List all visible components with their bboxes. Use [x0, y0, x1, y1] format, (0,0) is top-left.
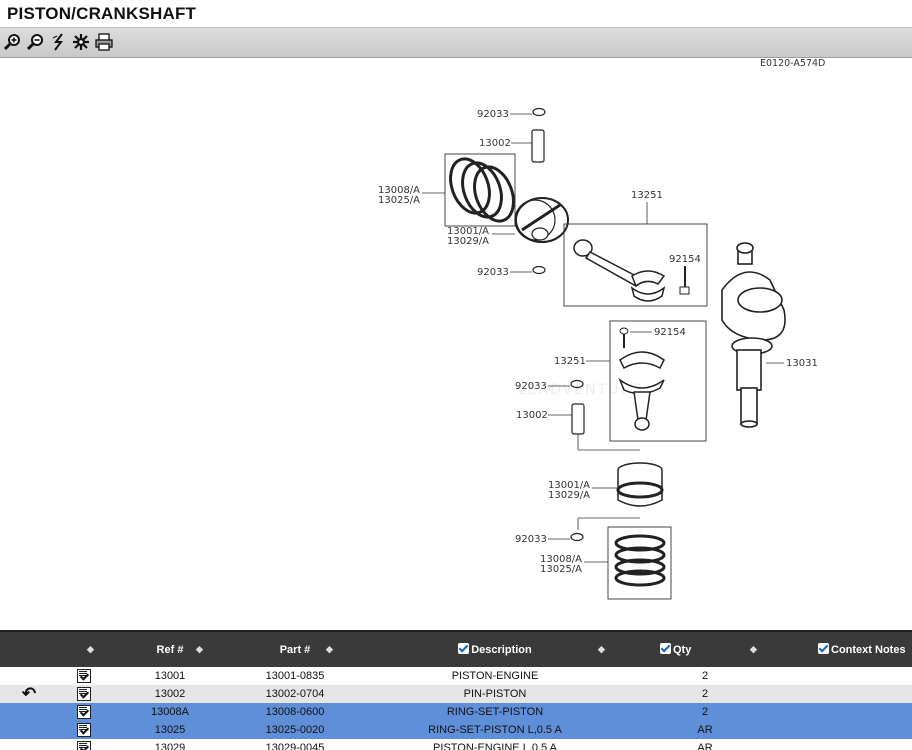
table-cell: 13025-0020 [265, 724, 325, 736]
callout-13008-a[interactable]: 13008/A [378, 185, 420, 196]
sort-icon[interactable]: ◆ [750, 644, 757, 654]
table-cell[interactable] [58, 739, 110, 750]
table-cell [0, 667, 58, 685]
checkbox-icon[interactable] [660, 643, 671, 654]
table-cell [780, 721, 912, 739]
table-cell: 13002-0704 [265, 688, 325, 700]
table-cell: AR [697, 742, 713, 750]
table-cell [0, 739, 58, 750]
table-cell: PISTON-ENGINE L,0.5 A [433, 742, 557, 750]
table-row[interactable]: ↶ 13002 13002-0704 PIN-PISTON 2 [0, 685, 912, 703]
table-cell [0, 721, 58, 739]
table-cell [780, 739, 912, 750]
diagram-code: E0120-A574D [760, 58, 825, 69]
checkbox-icon[interactable] [458, 643, 470, 654]
callout-92033[interactable]: 92033 [477, 109, 509, 120]
table-cell[interactable] [58, 685, 110, 703]
table-cell: 13002 [154, 688, 186, 700]
checkbox-icon[interactable] [818, 643, 829, 654]
callout-92154-low[interactable]: 92154 [654, 327, 686, 338]
col-header-actions[interactable]: ◆ [58, 630, 110, 667]
callout-13031[interactable]: 13031 [786, 358, 818, 369]
notes-icon[interactable] [77, 705, 91, 719]
col-header-description[interactable]: Description◆ [360, 630, 630, 667]
grid-header-row: ◆ Ref #◆ Part #◆ Description◆ Qty◆ Conte… [0, 630, 912, 667]
notes-icon[interactable] [77, 687, 91, 701]
callout-13002[interactable]: 13002 [479, 138, 511, 149]
table-cell: ↶ [0, 685, 58, 703]
title-bar: PISTON/CRANKSHAFT [0, 0, 912, 28]
callout-13251-low[interactable]: 13251 [554, 356, 586, 367]
callout-92154[interactable]: 92154 [669, 254, 701, 265]
parts-illustration: E0120-A574D LEADVENTURE 92033 13002 1300… [378, 58, 825, 600]
callout-13025-a[interactable]: 13025/A [378, 195, 420, 206]
callout-92033-bot[interactable]: 92033 [515, 534, 547, 545]
callout-13002-low[interactable]: 13002 [516, 410, 548, 421]
table-cell: 2 [701, 688, 709, 700]
table-cell: 2 [701, 670, 709, 682]
table-cell [780, 703, 912, 721]
callout-13001-low[interactable]: 13001/A [548, 480, 590, 491]
notes-icon[interactable] [77, 741, 91, 750]
col-header-context[interactable]: Context Notes [780, 630, 912, 667]
callout-13008-low[interactable]: 13008/A [540, 554, 582, 565]
table-cell [0, 703, 58, 721]
sort-icon[interactable]: ◆ [87, 644, 94, 654]
col-header-notes[interactable] [0, 630, 58, 667]
table-row-selected[interactable]: 13025 13025-0020 RING-SET-PISTON L,0.5 A… [0, 721, 912, 739]
table-cell: 13001 [154, 670, 186, 682]
zoom-out-icon[interactable] [27, 33, 45, 51]
sort-icon[interactable]: ◆ [196, 644, 203, 654]
table-cell: 13029 [154, 742, 186, 750]
col-header-qty[interactable]: Qty◆ [630, 630, 780, 667]
table-cell [780, 667, 912, 685]
table-row[interactable]: 13001 13001-0835 PISTON-ENGINE 2 [0, 667, 912, 685]
table-cell: RING-SET-PISTON [446, 706, 544, 718]
print-icon[interactable] [95, 33, 113, 51]
notes-icon[interactable] [77, 669, 91, 683]
table-cell: PISTON-ENGINE [451, 670, 539, 682]
table-cell: 13008-0600 [265, 706, 325, 718]
table-cell [780, 685, 912, 703]
page-title: PISTON/CRANKSHAFT [7, 4, 197, 23]
sort-icon[interactable]: ◆ [598, 644, 605, 654]
settings-icon[interactable] [72, 33, 90, 51]
notes-icon[interactable] [77, 723, 91, 737]
lightning-icon[interactable] [50, 33, 68, 51]
table-row[interactable]: 13029 13029-0045 PISTON-ENGINE L,0.5 A A… [0, 739, 912, 750]
table-cell: 13029-0045 [265, 742, 325, 750]
callout-13251[interactable]: 13251 [631, 190, 663, 201]
callout-92033-mid[interactable]: 92033 [477, 267, 509, 278]
table-row-selected[interactable]: 13008A 13008-0600 RING-SET-PISTON 2 [0, 703, 912, 721]
table-cell[interactable] [58, 721, 110, 739]
callout-13029-a[interactable]: 13029/A [447, 236, 489, 247]
parts-grid: ◆ Ref #◆ Part #◆ Description◆ Qty◆ Conte… [0, 630, 912, 750]
toolbar [0, 28, 912, 58]
callout-92033-low[interactable]: 92033 [515, 381, 547, 392]
table-cell: 2 [701, 706, 709, 718]
callout-13001-a[interactable]: 13001/A [447, 226, 489, 237]
table-cell[interactable] [58, 703, 110, 721]
exploded-parts-diagram[interactable]: E0120-A574D LEADVENTURE 92033 13002 1300… [0, 58, 912, 630]
callout-13029-low[interactable]: 13029/A [548, 490, 590, 501]
callout-13025-low[interactable]: 13025/A [540, 564, 582, 575]
table-cell[interactable] [58, 667, 110, 685]
col-header-part[interactable]: Part #◆ [230, 630, 360, 667]
table-cell: AR [697, 724, 713, 736]
back-arrow-icon[interactable]: ↶ [21, 685, 37, 703]
table-cell: 13008A [151, 706, 189, 718]
table-cell: 13001-0835 [265, 670, 325, 682]
table-cell: RING-SET-PISTON L,0.5 A [428, 724, 562, 736]
zoom-in-icon[interactable] [4, 33, 22, 51]
col-header-ref[interactable]: Ref #◆ [110, 630, 230, 667]
table-cell: 13025 [154, 724, 186, 736]
table-cell: PIN-PISTON [463, 688, 527, 700]
sort-icon[interactable]: ◆ [326, 644, 333, 654]
